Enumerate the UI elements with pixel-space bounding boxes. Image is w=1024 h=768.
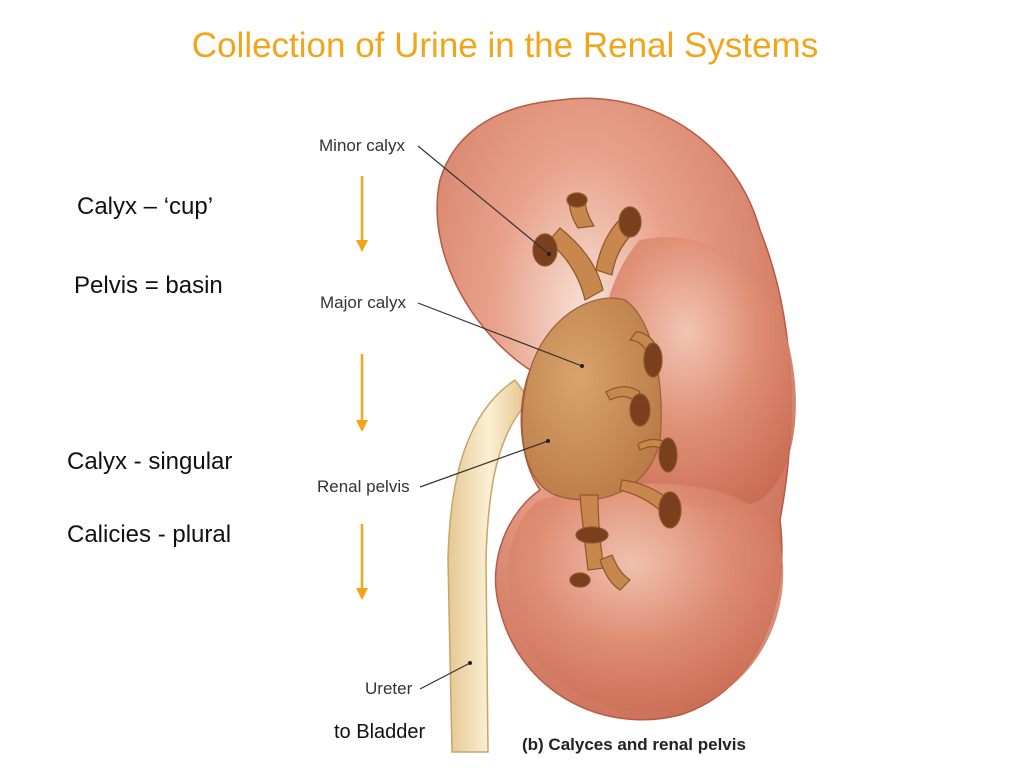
note-calyx-singular: Calyx - singular — [67, 448, 233, 475]
note-calyx-cup: Calyx – ‘cup’ — [77, 193, 214, 220]
figure-caption: (b) Calyces and renal pelvis — [522, 735, 746, 754]
leader-major-calyx — [417, 302, 583, 367]
pointer-dot-minor — [547, 252, 551, 256]
middle-minor-calyces — [605, 331, 678, 473]
flow-arrow-2 — [356, 354, 368, 432]
label-minor-calyx: Minor calyx — [319, 136, 405, 155]
kidney-lower-lobe — [508, 483, 784, 713]
leader-ureter — [419, 662, 471, 690]
pointer-dot-ureter — [468, 661, 472, 665]
leader-minor-calyx — [417, 145, 550, 255]
pointer-dot-major — [580, 364, 584, 368]
upper-minor-calyces — [532, 192, 642, 301]
label-renal-pelvis: Renal pelvis — [317, 477, 410, 496]
flow-arrow-1 — [356, 176, 368, 252]
label-ureter: Ureter — [365, 679, 413, 698]
slide-title: Collection of Urine in the Renal Systems — [191, 26, 819, 65]
lower-minor-calyces — [569, 479, 682, 591]
flow-arrow-3 — [356, 524, 368, 600]
note-pelvis-basin: Pelvis = basin — [74, 272, 223, 299]
label-major-calyx: Major calyx — [320, 293, 406, 312]
leader-renal-pelvis — [419, 440, 549, 488]
to-bladder-label: to Bladder — [334, 721, 426, 743]
pointer-dot-pelvis — [546, 439, 550, 443]
note-calicies-plural: Calicies - plural — [67, 521, 232, 548]
ureter-tube — [447, 378, 531, 753]
